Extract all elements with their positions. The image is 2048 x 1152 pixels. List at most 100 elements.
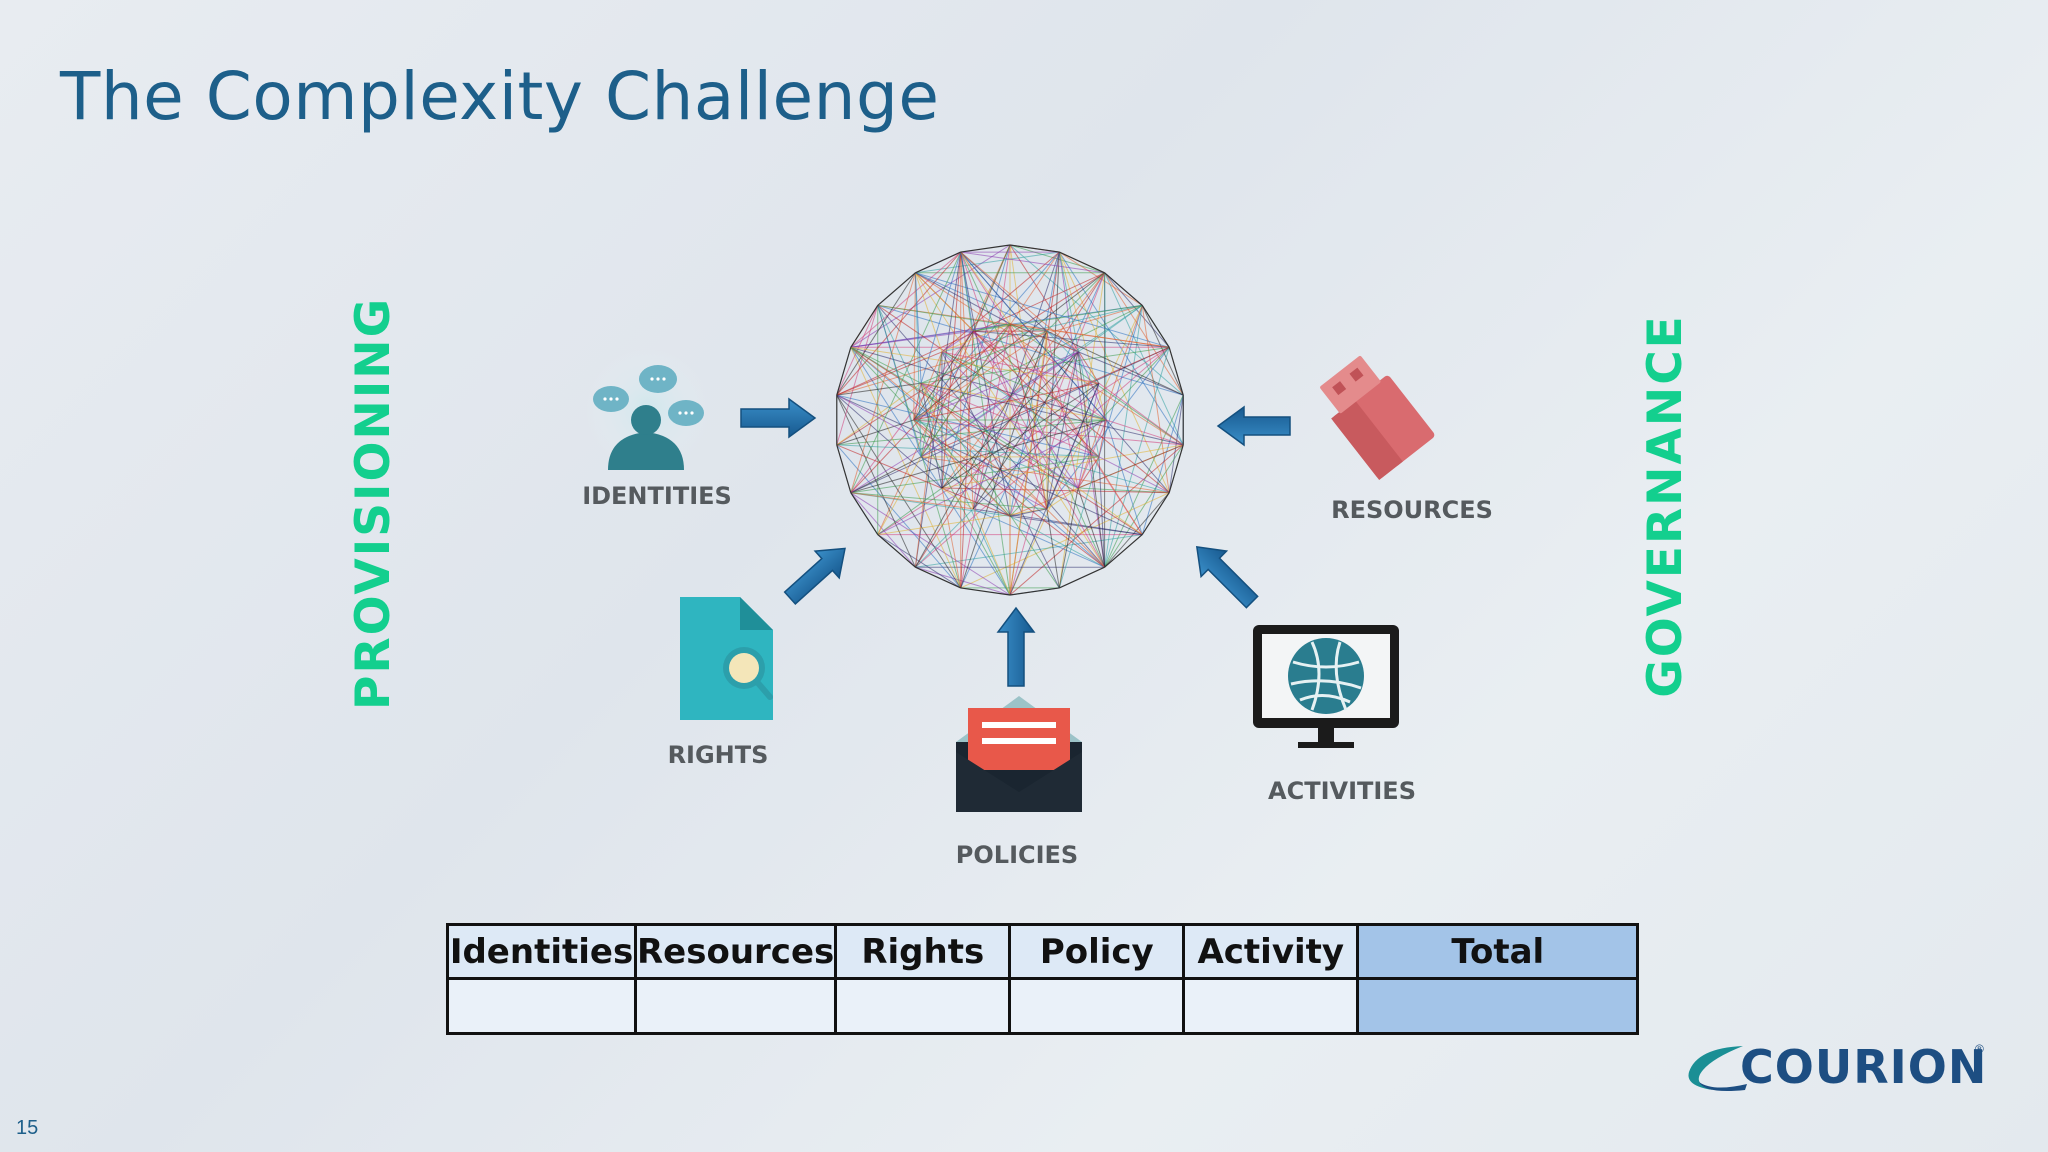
network-outline (1009, 587, 1060, 596)
network-link (850, 456, 922, 494)
network-link (941, 323, 1011, 353)
network-link (1046, 330, 1079, 353)
network-outline (850, 492, 879, 535)
network-link (920, 456, 1011, 517)
network-link (915, 272, 1048, 332)
network-outline (850, 305, 879, 348)
network-link (920, 351, 1079, 458)
resources-arrow (1216, 405, 1291, 447)
value-total (1356, 977, 1640, 1035)
network-link (1046, 330, 1100, 384)
network-link (915, 272, 1170, 348)
network-link (836, 444, 1011, 517)
network-link (920, 383, 943, 489)
network-link (960, 251, 1107, 421)
network-link (972, 382, 1100, 510)
network-outline (1059, 566, 1105, 589)
network-link (915, 272, 1184, 446)
network-sphere-icon (836, 244, 1184, 596)
network-link (836, 419, 1107, 446)
network-link (877, 487, 943, 536)
network-link (1046, 382, 1100, 510)
network-link (850, 251, 962, 493)
network-link (836, 304, 1143, 396)
network-outline (915, 251, 961, 274)
network-link (914, 351, 943, 568)
network-link (960, 252, 974, 332)
network-link (920, 323, 1011, 458)
network-link (836, 444, 1099, 458)
network-link (920, 351, 943, 457)
network-link (941, 444, 1184, 489)
network-link (1046, 330, 1079, 489)
network-link (1104, 272, 1170, 348)
network-link (913, 330, 974, 421)
network-link (877, 304, 1184, 396)
network-link (941, 351, 1100, 384)
network-link (960, 492, 1170, 589)
policies-icon (956, 696, 1082, 812)
network-link (941, 251, 1060, 353)
network-link (960, 251, 1011, 517)
value-policy (1008, 977, 1186, 1035)
value-identities (446, 977, 637, 1035)
network-link (920, 330, 1048, 384)
network-link (1046, 508, 1060, 588)
network-link (920, 382, 1060, 589)
network-link (1104, 444, 1184, 568)
identities-caption: IDENTITIES (582, 482, 732, 510)
network-link (913, 351, 943, 421)
network-link (960, 252, 1011, 596)
network-link (913, 304, 1143, 421)
network-link (850, 492, 916, 568)
header-policy: Policy (1008, 923, 1186, 980)
activities-icon (1253, 625, 1399, 748)
header-total: Total (1356, 923, 1640, 980)
network-link (941, 330, 974, 353)
network-link (941, 487, 974, 510)
network-link (1058, 272, 1106, 588)
network-outline (836, 444, 852, 493)
network-link (913, 382, 1100, 421)
network-link (836, 382, 922, 396)
network-outline (1104, 272, 1143, 306)
network-outline (1141, 492, 1170, 535)
network-link (913, 383, 922, 421)
rights-caption: RIGHTS (667, 741, 769, 769)
network-link (1058, 487, 1079, 589)
network-link (1141, 305, 1170, 493)
network-link (1009, 323, 1048, 510)
network-outline (877, 534, 916, 568)
network-link (877, 508, 1047, 536)
network-link (1009, 508, 1047, 517)
network-link (1046, 347, 1170, 510)
rights-arrow (783, 547, 846, 606)
identities-arrow (740, 397, 817, 439)
resources-caption: RESOURCES (1331, 496, 1493, 524)
network-link (1077, 351, 1107, 421)
network-link (1098, 456, 1170, 494)
table-row (446, 977, 1640, 1035)
network-link (972, 508, 1105, 568)
network-outline (836, 347, 852, 396)
network-link (1046, 330, 1184, 396)
header-activity: Activity (1182, 923, 1360, 980)
policies-caption: POLICIES (955, 841, 1079, 869)
network-link (914, 272, 943, 353)
header-rights: Rights (834, 923, 1012, 980)
table-header-row: Identities Resources Rights Policy Activ… (446, 923, 1640, 980)
network-link (913, 272, 916, 421)
network-link (1009, 323, 1170, 348)
network-link (913, 351, 1079, 421)
network-link (960, 251, 1143, 535)
registered-mark: ® (1975, 1042, 1984, 1056)
network-link (941, 252, 962, 489)
network-link (1077, 383, 1100, 489)
network-link (850, 492, 1047, 510)
network-link (960, 251, 1048, 332)
courion-logo: COURION ® (1685, 1038, 1986, 1098)
network-link (960, 323, 1011, 589)
activities-arrow (1195, 545, 1259, 609)
network-link (1009, 251, 1060, 517)
network-link (973, 330, 1170, 348)
